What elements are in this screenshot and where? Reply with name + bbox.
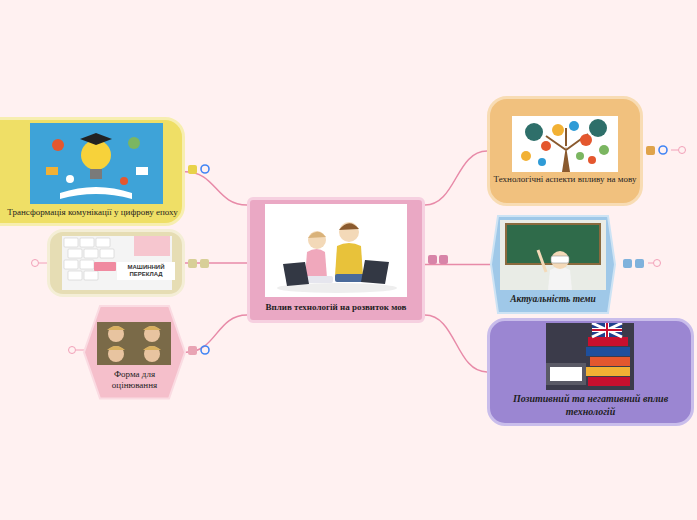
topic-box: Технологічні аспекти впливу на мову — [487, 96, 643, 206]
central-topic: Вплив технологій на розвиток мов — [247, 197, 425, 323]
topic-box: Трансформація комунікації у цифрову епох… — [0, 117, 185, 226]
branch-connector — [185, 172, 247, 205]
topic-hexagon: Актуальність теми — [490, 215, 616, 314]
vr-classroom-picture — [500, 220, 606, 290]
children-laptops-picture — [265, 204, 407, 297]
books-flag-picture — [546, 323, 634, 390]
branch-connector — [425, 315, 487, 372]
topic-title: Позитивний та негативний вплив технологі… — [501, 393, 680, 418]
branch-connector — [425, 151, 487, 205]
topic-title: Форма для оцінювання — [93, 369, 176, 392]
picture-caption: МАШИННИЙ ПЕРЕКЛАД — [117, 262, 175, 280]
topic-title: Вплив технологій на розвиток мов — [253, 302, 419, 313]
topic-hexagon: Форма для оцінювання — [83, 305, 186, 400]
topic-title: Актуальність теми — [500, 294, 606, 306]
topic-box: Позитивний та негативний вплив технологі… — [487, 318, 694, 426]
topic-title: Технологічні аспекти впливу на мову — [493, 174, 637, 185]
lightbulb-book-picture — [30, 123, 163, 204]
language-tree-picture — [512, 116, 618, 172]
topic-title: Трансформація комунікації у цифрову епох… — [3, 207, 182, 218]
faces-picture — [97, 322, 171, 365]
